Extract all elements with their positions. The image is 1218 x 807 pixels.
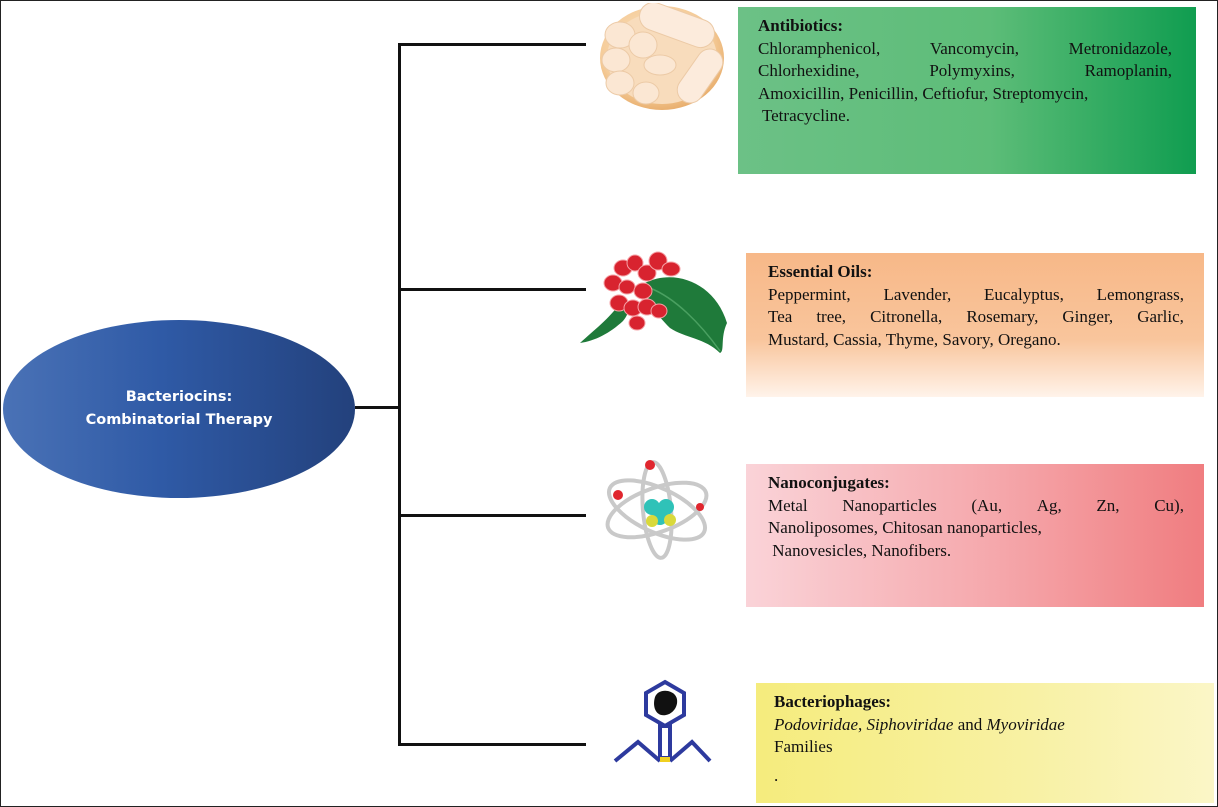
- separator: ,: [858, 714, 867, 734]
- item: tree,: [816, 307, 847, 326]
- item: Chloramphenicol,: [758, 38, 881, 58]
- text-line: .: [774, 765, 779, 785]
- item: Ramoplanin,: [1084, 61, 1172, 80]
- item: Cu),: [1154, 495, 1184, 515]
- item: Metronidazole,: [1068, 38, 1172, 58]
- item: Ag,: [1036, 495, 1062, 515]
- text-line: Amoxicillin, Penicillin, Ceftiofur, Stre…: [758, 83, 1176, 106]
- text-line: Tea tree, Citronella, Rosemary, Ginger, …: [768, 306, 1184, 329]
- bacteriophage-icon: [613, 679, 712, 763]
- item: Tetracycline.: [758, 106, 850, 125]
- text-line: Tetracycline.: [758, 105, 1176, 128]
- category-box-bacteriophages: Bacteriophages: Podoviridae, Siphovirida…: [756, 683, 1214, 803]
- text-line: Families: [774, 737, 833, 756]
- family-podoviridae: Podoviridae: [774, 714, 859, 734]
- item: Ginger,: [1062, 307, 1114, 326]
- item: Peppermint,: [768, 284, 851, 304]
- atom-icon: [605, 460, 709, 560]
- text-line: Metal Nanoparticles (Au, Ag, Zn, Cu),: [768, 495, 1184, 518]
- category-title: Nanoconjugates:: [768, 473, 890, 492]
- pills-capsule-icon: [600, 3, 724, 110]
- connector-branch-antibiotics: [398, 43, 586, 46]
- connector-branch-nanoconjugates: [398, 514, 586, 517]
- center-node-bacteriocins: Bacteriocins: Combinatorial Therapy: [3, 320, 355, 498]
- item: Garlic,: [1137, 307, 1184, 326]
- category-body: Podoviridae, Siphoviridae and Myoviridae…: [774, 714, 1194, 788]
- text-line: Nanoliposomes, Chitosan nanoparticles,: [768, 517, 1184, 540]
- item: Mustard, Cassia, Thyme, Savory, Oregano.: [768, 329, 1061, 349]
- item: Zn,: [1096, 495, 1120, 515]
- text-line: Chlorhexidine, Polymyxins, Ramoplanin,: [758, 60, 1176, 83]
- text-line: Chloramphenicol, Vancomycin, Metronidazo…: [758, 38, 1176, 61]
- category-box-nanoconjugates: Nanoconjugates: Metal Nanoparticles (Au,…: [746, 464, 1204, 607]
- category-title: Bacteriophages:: [774, 692, 892, 711]
- category-box-essential-oils: Essential Oils: Peppermint, Lavender, Eu…: [746, 253, 1204, 397]
- connector-branch-bacteriophages: [398, 743, 586, 746]
- item: Lemongrass,: [1096, 284, 1184, 304]
- connector-center-horizontal: [355, 406, 400, 409]
- item: Eucalyptus,: [984, 284, 1064, 304]
- category-body: Peppermint, Lavender, Eucalyptus, Lemong…: [768, 284, 1184, 352]
- category-box-antibiotics: Antibiotics: Chloramphenicol, Vancomycin…: [738, 7, 1196, 174]
- item: (Au,: [971, 495, 1003, 515]
- category-body: Chloramphenicol, Vancomycin, Metronidazo…: [758, 38, 1176, 128]
- item: Lavender,: [883, 284, 952, 304]
- item: Nanoliposomes, Chitosan nanoparticles,: [768, 518, 1042, 537]
- item: Nanovesicles, Nanofibers.: [768, 540, 952, 560]
- center-title-line1: Bacteriocins:: [125, 389, 233, 405]
- text-line: Nanovesicles, Nanofibers.: [768, 540, 1184, 563]
- text-line: Peppermint, Lavender, Eucalyptus, Lemong…: [768, 284, 1184, 307]
- connector-branch-essential-oils: [398, 288, 586, 291]
- item: Amoxicillin, Penicillin, Ceftiofur, Stre…: [758, 83, 1089, 103]
- item: Chlorhexidine,: [758, 61, 860, 80]
- item: Metal: [768, 495, 808, 515]
- connector-vertical-trunk: [398, 43, 401, 746]
- conjunction: and: [953, 714, 987, 734]
- item: Rosemary,: [966, 307, 1039, 326]
- item: Citronella,: [870, 307, 943, 326]
- family-myoviridae: Myoviridae: [986, 714, 1065, 734]
- category-body: Metal Nanoparticles (Au, Ag, Zn, Cu), Na…: [768, 495, 1184, 563]
- center-title-line2: Combinatorial Therapy: [85, 412, 273, 428]
- item: Nanoparticles: [842, 495, 937, 515]
- family-siphoviridae: Siphoviridae: [866, 714, 954, 734]
- text-line: Mustard, Cassia, Thyme, Savory, Oregano.: [768, 329, 1184, 352]
- item: Polymyxins,: [929, 61, 1015, 80]
- text-line: Podoviridae, Siphoviridae and Myoviridae: [774, 714, 1194, 737]
- category-title: Essential Oils:: [768, 262, 873, 281]
- item: Vancomycin,: [929, 38, 1020, 58]
- holly-berries-icon: [580, 251, 727, 353]
- item: Tea: [768, 307, 793, 326]
- category-title: Antibiotics:: [758, 16, 843, 35]
